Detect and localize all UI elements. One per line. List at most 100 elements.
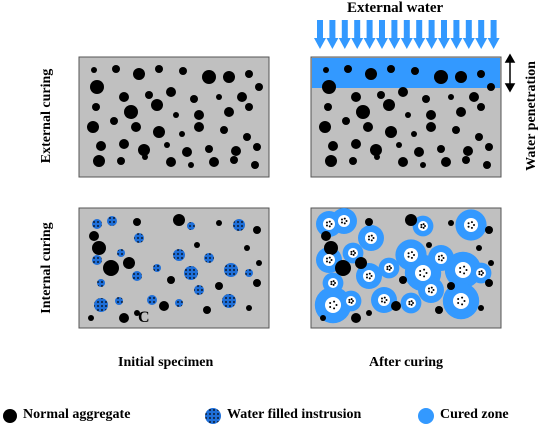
specimen-internal-initial	[78, 207, 270, 329]
aggregate	[90, 80, 104, 94]
aggregate	[124, 105, 138, 119]
intrusion-dot	[480, 273, 483, 276]
aggregate	[385, 126, 397, 138]
aggregate	[351, 139, 361, 149]
emptied-intrusion	[406, 298, 416, 308]
intrusion-dot	[467, 222, 470, 225]
intrusion-dot	[482, 272, 484, 274]
water-filled-intrusion	[92, 219, 102, 229]
water-filled-intrusion	[92, 255, 102, 265]
emptied-intrusion	[435, 252, 447, 264]
intrusion-dot	[328, 261, 331, 264]
water-filled-intrusion	[117, 249, 125, 257]
intrusion-dot	[413, 254, 415, 256]
aggregate	[335, 260, 351, 276]
water-filled-intrusion	[107, 216, 117, 226]
water-filled-intrusion	[153, 264, 161, 272]
intrusion-dot	[350, 253, 353, 256]
aggregate	[194, 242, 200, 248]
intrusion-dot	[390, 267, 392, 269]
aggregate	[342, 117, 350, 125]
aggregate	[89, 231, 99, 241]
aggregate	[119, 139, 129, 149]
aggregate	[220, 126, 228, 134]
intrusion-dot	[423, 275, 426, 278]
intrusion-dot	[461, 303, 464, 306]
aggregate	[391, 301, 401, 311]
aggregate	[243, 133, 251, 141]
intrusion-dot	[325, 224, 328, 227]
intrusion-dot	[461, 296, 464, 299]
water-filled-intrusion	[175, 299, 183, 307]
intrusion-dot	[370, 234, 373, 237]
intrusion-dot	[345, 220, 348, 222]
intrusion-dot	[340, 218, 343, 221]
aggregate	[351, 92, 361, 102]
emptied-intrusion	[378, 294, 390, 306]
aggregate	[194, 122, 204, 132]
intrusion-dot	[430, 286, 433, 289]
intrusion-dot	[385, 299, 388, 301]
external-curing-label: External curing	[39, 68, 54, 164]
aggregate	[396, 142, 402, 148]
water-filled-intrusion	[233, 219, 245, 231]
aggregate	[437, 145, 445, 153]
aggregate	[365, 218, 373, 226]
intrusion-dot	[372, 237, 375, 239]
intrusion-dot	[437, 258, 440, 261]
aggregate	[452, 126, 460, 134]
aggregate	[365, 68, 377, 80]
aggregate	[145, 91, 153, 99]
aggregate	[246, 305, 252, 311]
intrusion-dot	[354, 252, 356, 254]
intrusion-dot	[348, 298, 351, 301]
aggregate	[87, 121, 99, 133]
emptied-intrusion	[453, 293, 469, 309]
aggregate	[344, 65, 352, 73]
intrusion-dot	[459, 271, 462, 274]
emptied-intrusion	[338, 215, 350, 227]
emptied-intrusion	[328, 278, 338, 288]
aggregate	[230, 156, 238, 164]
aggregate	[245, 103, 253, 111]
aggregate	[237, 92, 247, 102]
intrusion-dot	[350, 301, 353, 304]
aggregate	[194, 110, 204, 120]
aggregate	[133, 218, 141, 226]
initial-specimen-label: Initial specimen	[118, 355, 214, 370]
aggregate	[426, 122, 436, 132]
intrusion-dot	[352, 300, 354, 302]
intrusion-dot	[334, 282, 336, 284]
aggregate	[190, 95, 198, 103]
aggregate	[411, 131, 417, 137]
intrusion-dot	[388, 268, 391, 271]
aggregate	[370, 144, 382, 156]
water-filled-intrusion	[187, 222, 195, 230]
intrusion-dot	[330, 259, 333, 261]
aggregate	[363, 122, 373, 132]
emptied-intrusion	[323, 218, 335, 230]
aggregate	[355, 257, 367, 269]
aggregate	[324, 241, 338, 255]
intrusion-dot	[330, 283, 333, 286]
water-filled-intrusion	[194, 285, 204, 295]
aggregate	[448, 220, 454, 226]
aggregate	[485, 226, 493, 234]
aggregate	[485, 143, 493, 151]
intrusion-dot	[442, 257, 445, 259]
aggregate	[399, 276, 407, 284]
intrusion-dot	[370, 239, 373, 242]
intrusion-dot	[478, 270, 481, 273]
aggregate	[166, 87, 176, 97]
aggregate	[231, 146, 241, 156]
intrusion-dot	[457, 302, 460, 305]
intrusion-dot	[407, 252, 410, 255]
water-arrow	[438, 20, 450, 49]
aggregate	[223, 71, 235, 83]
aggregate	[110, 117, 118, 125]
specimen-external-initial	[78, 56, 270, 178]
intrusion-dot	[480, 270, 483, 273]
water-arrow	[475, 20, 488, 49]
intrusion-dot	[340, 221, 343, 224]
